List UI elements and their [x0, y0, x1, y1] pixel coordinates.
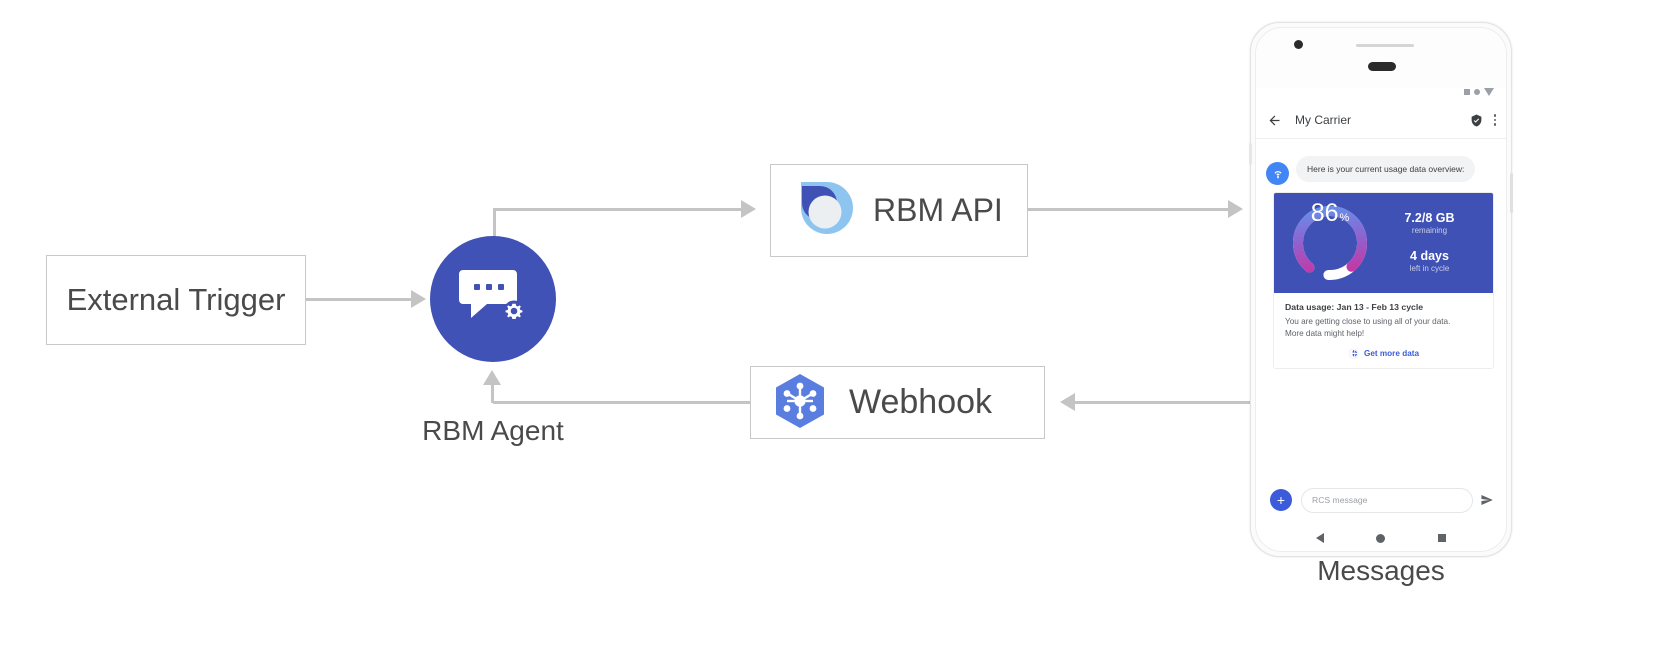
- get-more-data-button[interactable]: Get more data: [1285, 340, 1482, 363]
- message-row: Here is your current usage data overview…: [1256, 156, 1506, 185]
- card-description-line1: You are getting close to using all of yo…: [1285, 317, 1451, 327]
- chat-thread: Here is your current usage data overview…: [1256, 139, 1506, 477]
- android-nav-bar: [1256, 523, 1506, 551]
- arrowhead-trigger-to-agent: [411, 290, 426, 308]
- rcs-input-placeholder: RCS message: [1312, 495, 1368, 505]
- phone-screen: My Carrier: [1255, 27, 1507, 552]
- node-webhook[interactable]: Webhook: [750, 366, 1045, 439]
- square-icon: [1464, 89, 1470, 95]
- node-external-trigger[interactable]: External Trigger: [46, 255, 306, 345]
- globe-icon: [1348, 348, 1359, 358]
- nav-back-icon[interactable]: [1316, 533, 1325, 543]
- phone-bezel-top: [1256, 28, 1506, 88]
- status-bar-icons: [1464, 88, 1494, 96]
- card-title: Data usage: Jan 13 - Feb 13 cycle: [1285, 302, 1424, 312]
- send-icon[interactable]: [1480, 493, 1494, 507]
- message-bubble: Here is your current usage data overview…: [1296, 156, 1476, 183]
- app-header: My Carrier: [1256, 102, 1506, 139]
- connector-webhook-to-agent: [493, 401, 750, 404]
- phone-device: My Carrier: [1249, 22, 1513, 557]
- earpiece-icon: [1368, 62, 1396, 71]
- gauge-arc-icon: [1293, 206, 1367, 280]
- external-trigger-label: External Trigger: [66, 282, 286, 317]
- back-arrow-icon[interactable]: [1267, 113, 1282, 128]
- arrowhead-api-to-phone: [1228, 200, 1243, 218]
- messages-caption: Messages: [1317, 555, 1445, 586]
- connector-agent-to-api: [493, 208, 741, 211]
- node-rbm-agent[interactable]: [430, 236, 556, 362]
- rcs-message-input[interactable]: RCS message: [1301, 487, 1473, 513]
- node-rbm-api[interactable]: RBM API: [770, 164, 1028, 257]
- carrier-title: My Carrier: [1295, 113, 1351, 127]
- message-composer: + RCS message: [1256, 477, 1506, 523]
- rcs-agent-glyph: [1274, 170, 1281, 178]
- arrowhead-phone-to-webhook: [1060, 393, 1075, 411]
- phone-power-button[interactable]: [1510, 173, 1513, 213]
- rich-card-header: 86 % 7.2/8 GB remaining 4 days left in c…: [1274, 193, 1493, 293]
- connector-phone-to-webhook: [1075, 401, 1250, 404]
- usage-gauge: 86 %: [1288, 201, 1372, 285]
- verified-shield-icon[interactable]: [1470, 114, 1483, 127]
- connector-agent-down: [491, 385, 494, 403]
- usage-stats: 7.2/8 GB remaining 4 days left in cycle: [1372, 211, 1493, 276]
- webhook-label: Webhook: [849, 383, 993, 421]
- rich-card-body: Data usage: Jan 13 - Feb 13 cycle You ar…: [1274, 293, 1493, 368]
- get-more-data-label: Get more data: [1363, 348, 1420, 358]
- stats-divider: [1372, 237, 1487, 249]
- days-left-caption: left in cycle: [1409, 264, 1450, 274]
- gauge-percent-value: 86: [1310, 199, 1339, 227]
- overflow-menu-icon[interactable]: [1493, 114, 1496, 126]
- gauge-percent-symbol: %: [1339, 212, 1350, 224]
- connector-trigger-to-agent: [306, 298, 411, 301]
- phone-volume-button[interactable]: [1249, 143, 1252, 165]
- front-camera-icon: [1294, 40, 1303, 49]
- card-description-line2: More data might help!: [1285, 328, 1365, 338]
- nav-recents-icon[interactable]: [1437, 534, 1446, 542]
- card-description: You are getting close to using all of yo…: [1285, 316, 1482, 340]
- arrowhead-webhook-to-agent: [483, 370, 501, 385]
- status-bar: [1256, 88, 1506, 102]
- data-remaining-value: 7.2/8 GB: [1404, 210, 1455, 225]
- nav-home-icon[interactable]: [1376, 533, 1386, 543]
- triangle-down-icon: [1484, 88, 1494, 96]
- days-left-value: 4 days: [1410, 249, 1449, 263]
- header-actions: [1470, 102, 1496, 138]
- circle-icon: [1474, 89, 1480, 95]
- rcs-agent-icon: [1266, 162, 1289, 185]
- plus-icon[interactable]: +: [1270, 489, 1292, 511]
- rbm-api-droplet-icon: [797, 181, 853, 234]
- gauge-percent: 86 %: [1288, 201, 1372, 285]
- rich-card[interactable]: 86 % 7.2/8 GB remaining 4 days left in c…: [1273, 192, 1494, 369]
- connector-agent-up: [493, 210, 496, 250]
- rbm-agent-caption: RBM Agent: [422, 415, 564, 446]
- arrowhead-agent-to-api: [741, 200, 756, 218]
- rbm-api-label: RBM API: [873, 192, 1003, 228]
- connector-api-to-phone: [1028, 208, 1228, 211]
- webhook-hexagon-icon: [776, 373, 824, 428]
- chat-gear-icon: [459, 270, 525, 322]
- speaker-grill: [1356, 44, 1414, 47]
- data-remaining-caption: remaining: [1411, 226, 1448, 235]
